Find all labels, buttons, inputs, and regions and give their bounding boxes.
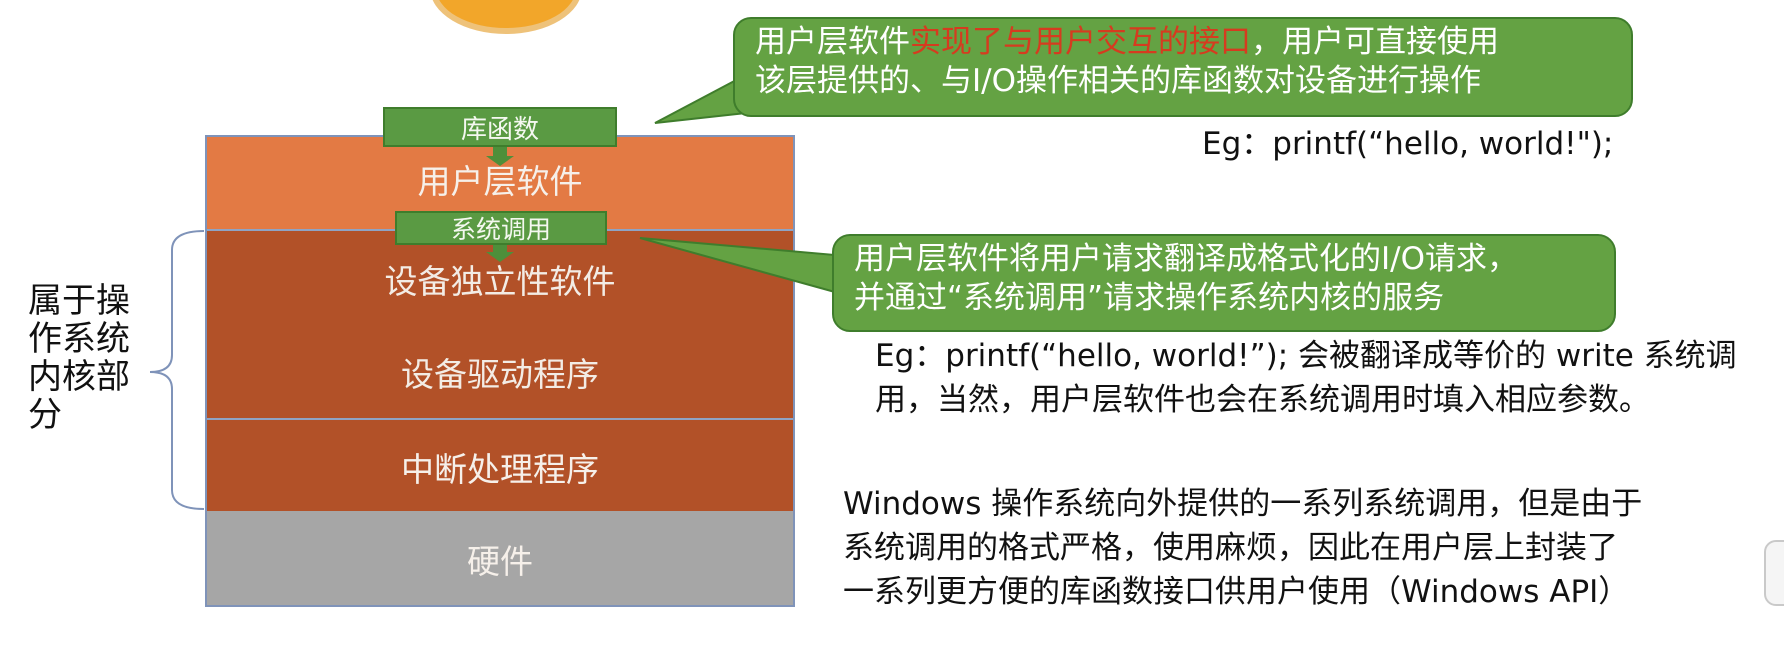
layer-device-driver-label: 设备驱动程序	[401, 355, 599, 394]
callout-top-line2: 该层提供的、与I/O操作相关的库函数对设备进行操作	[755, 63, 1481, 99]
library-functions-tag: 库函数	[383, 107, 617, 147]
layer-interrupt-handler: 中断处理程序	[205, 418, 795, 513]
windows-note-line2: 系统调用的格式严格，使用麻烦，因此在用户层上封装了	[843, 530, 1618, 566]
layer-interrupt-handler-label: 中断处理程序	[401, 449, 599, 489]
windows-api-note: Windows 操作系统向外提供的一系列系统调用，但是由于 系统调用的格式严格，…	[843, 482, 1642, 614]
system-call-label: 系统调用	[450, 215, 551, 244]
callout-user-interface: 用户层软件实现了与用户交互的接口，用户可直接使用 该层提供的、与I/O操作相关的…	[733, 17, 1633, 117]
kernel-part-label: 属于操作系统内核部分	[28, 281, 130, 435]
callout-mid-line1: 用户层软件将用户请求翻译成格式化的I/O请求，	[854, 241, 1518, 277]
callout-mid-line2: 并通过“系统调用”请求操作系统内核的服务	[854, 280, 1445, 316]
system-call-tag: 系统调用	[395, 211, 607, 245]
layer-hardware: 硬件	[205, 511, 795, 607]
example-mid-line2: 用，当然，用户层软件也会在系统调用时填入相应参数。	[875, 382, 1650, 418]
arrow-down-icon	[486, 147, 514, 166]
highlighted-text: 实现了与用户交互的接口	[910, 24, 1251, 60]
layer-device-independent-label: 设备独立性软件	[384, 262, 616, 301]
example-printf-write: Eg：printf(“hello, world!”); 会被翻译成等价的 wri…	[875, 334, 1737, 422]
kernel-brace-icon	[149, 230, 205, 510]
callout-pointer-icon	[639, 237, 836, 294]
example-printf-top: Eg：printf(“hello, world!");	[1202, 126, 1614, 162]
layer-user-software-label: 用户层软件	[417, 161, 583, 201]
example-mid-line1: Eg：printf(“hello, world!”); 会被翻译成等价的 wri…	[875, 338, 1737, 374]
callout-system-call: 用户层软件将用户请求翻译成格式化的I/O请求， 并通过“系统调用”请求操作系统内…	[832, 234, 1616, 332]
callout-top-line1: 用户层软件实现了与用户交互的接口，用户可直接使用	[755, 24, 1499, 60]
scroll-handle[interactable]	[1764, 540, 1784, 606]
windows-note-line3: 一系列更方便的库函数接口供用户使用（Windows API）	[843, 574, 1630, 610]
library-functions-label: 库函数	[460, 114, 539, 145]
arrow-down-icon	[486, 245, 514, 262]
windows-note-line1: Windows 操作系统向外提供的一系列系统调用，但是由于	[843, 486, 1643, 522]
layer-hardware-label: 硬件	[467, 542, 533, 581]
